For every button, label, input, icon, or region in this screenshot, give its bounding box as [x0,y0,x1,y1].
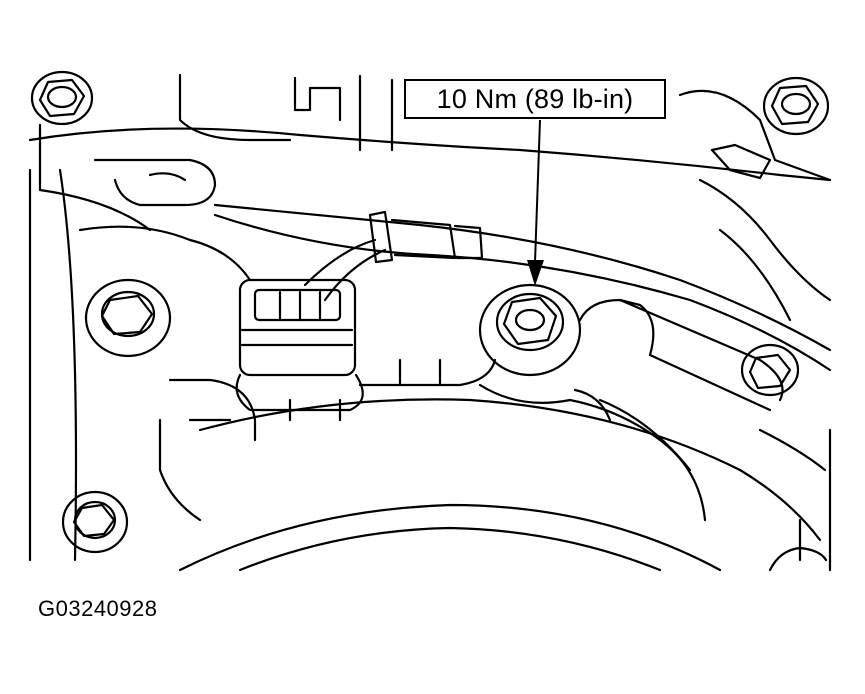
bolt-right-middle [740,343,800,397]
wiring-harness-lower [213,213,832,372]
pulley-arc-inner [238,526,662,572]
housing-outline-top [28,127,832,182]
bolt-bottom-left [61,490,129,554]
housing-outline-left [28,168,78,562]
electrical-connector [235,278,364,412]
callout-leader-arrow [527,119,544,286]
torque-callout: 10 Nm (89 lb-in) [404,79,666,119]
pulley-arc-outer [178,503,722,572]
wiring-harness-upper [213,203,832,352]
figure-id: G03240928 [38,596,158,621]
torque-callout-label: 10 Nm (89 lb-in) [436,83,634,114]
bolt-left-middle [84,278,172,358]
bolt-top-left [30,70,94,126]
bolt-top-right [762,76,830,136]
torque-bolt [478,283,582,377]
